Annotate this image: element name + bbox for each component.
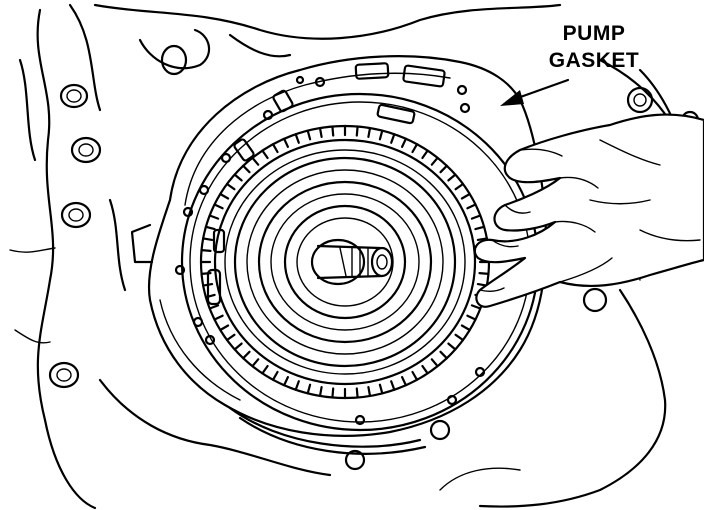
gear-tooth	[200, 272, 212, 275]
pump-gasket	[130, 55, 548, 437]
gear-tooth	[306, 129, 312, 141]
gear-tooth	[478, 272, 490, 275]
gear-tooth	[242, 164, 251, 174]
gear-tooth	[470, 304, 482, 310]
gear-tooth	[219, 324, 230, 332]
gear-tooth	[233, 342, 243, 351]
gear-tooth	[378, 129, 384, 141]
gear-tooth	[202, 237, 214, 241]
gear-tooth	[318, 127, 323, 138]
gear-tooth	[355, 125, 359, 137]
gear-tooth	[367, 127, 372, 138]
gear-tooth	[271, 143, 279, 154]
gear-tooth	[271, 370, 279, 381]
gear-tooth	[390, 133, 396, 144]
gear-tooth	[460, 324, 471, 332]
callout-label-gasket: GASKET	[548, 49, 640, 72]
callout-label-pump: PUMP	[562, 22, 626, 45]
gear-tooth	[460, 192, 471, 200]
hand	[473, 113, 704, 308]
gear-tooth	[421, 364, 429, 375]
gear-tooth	[421, 149, 429, 160]
gear-tooth	[466, 314, 477, 321]
gear-tooth	[355, 387, 359, 399]
gear-tooth	[294, 380, 300, 391]
gear-tooth	[251, 358, 260, 368]
gear-tooth	[283, 137, 289, 148]
gear-tooth	[225, 182, 236, 191]
gear-tooth	[430, 156, 439, 166]
gear-tooth	[225, 333, 236, 342]
gear-tooth	[447, 173, 457, 182]
gear-tooth	[474, 225, 486, 231]
gear-tooth	[204, 293, 216, 299]
gear-tooth	[331, 125, 335, 137]
gear-tooth	[213, 314, 224, 321]
gear-tooth	[430, 358, 439, 368]
gear-tooth	[476, 237, 488, 241]
gear-tooth	[213, 203, 224, 210]
gear-tooth	[261, 364, 269, 375]
gear-tooth	[306, 383, 312, 395]
gear-tooth	[411, 370, 419, 381]
gear-tooth	[401, 376, 407, 387]
gear-tooth	[447, 342, 457, 351]
gear-tooth	[466, 203, 477, 210]
gear-tooth	[261, 149, 269, 160]
gear-tooth	[251, 156, 260, 166]
gear-tooth	[233, 173, 243, 182]
reaction-gear-teeth	[199, 124, 491, 400]
gear-tooth	[294, 133, 300, 144]
gear-tooth	[318, 386, 323, 397]
gear-tooth	[378, 383, 384, 395]
pump-concentric-rings	[213, 138, 477, 386]
case-bolt-holes	[48, 44, 700, 471]
gear-tooth	[439, 350, 448, 360]
gear-tooth	[390, 380, 396, 391]
gear-tooth	[283, 376, 289, 387]
gear-tooth	[331, 387, 335, 399]
gear-tooth	[208, 214, 220, 220]
gear-tooth	[401, 137, 407, 148]
gear-tooth	[367, 386, 372, 397]
gear-tooth	[204, 225, 216, 231]
gear-tooth	[202, 283, 214, 287]
gear-tooth	[242, 350, 251, 360]
gear-tooth	[208, 304, 220, 310]
callout-arrow	[500, 78, 570, 106]
gear-tooth	[219, 192, 230, 200]
gear-tooth	[454, 333, 465, 342]
gear-tooth	[454, 182, 465, 191]
gear-tooth	[439, 164, 448, 174]
gear-tooth	[411, 143, 419, 154]
input-shaft	[310, 238, 394, 286]
gear-tooth	[200, 249, 212, 252]
gear-tooth	[470, 214, 482, 220]
